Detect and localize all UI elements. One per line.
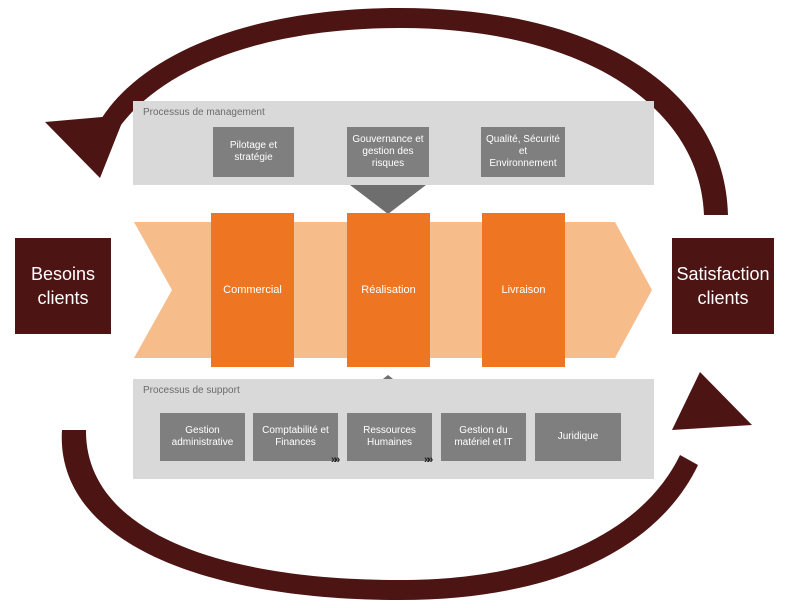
realisation-item-livraison: Livraison (482, 213, 565, 367)
support-item-gestion-materiel: Gestion du matériel et IT (441, 413, 526, 461)
besoins-clients-box: Besoins clients (15, 238, 111, 334)
management-panel-title: Processus de management (143, 107, 265, 118)
top-arrowhead (45, 115, 125, 178)
management-item-gouvernance: Gouvernance et gestion des risques (347, 127, 429, 177)
support-item-comptabilite: Comptabilité et Finances (253, 413, 338, 461)
management-down-triangle (350, 185, 426, 214)
management-item-qualite: Qualité, Sécurité et Environnement (481, 127, 565, 177)
satisfaction-clients-box: Satisfaction clients (672, 238, 774, 334)
chevron-right-icon: »» (331, 454, 340, 466)
management-item-pilotage: Pilotage et stratégie (213, 127, 294, 177)
support-item-ressources-humaines: Ressources Humaines (347, 413, 432, 461)
support-panel-title: Processus de support (143, 385, 240, 396)
bottom-arrowhead (672, 372, 752, 430)
chevron-right-icon: »» (424, 454, 433, 466)
support-item-juridique: Juridique (535, 413, 621, 461)
realisation-item-realisation: Réalisation (347, 213, 430, 367)
realisation-item-commercial: Commercial (211, 213, 294, 367)
support-item-gestion-administrative: Gestion administrative (160, 413, 245, 461)
